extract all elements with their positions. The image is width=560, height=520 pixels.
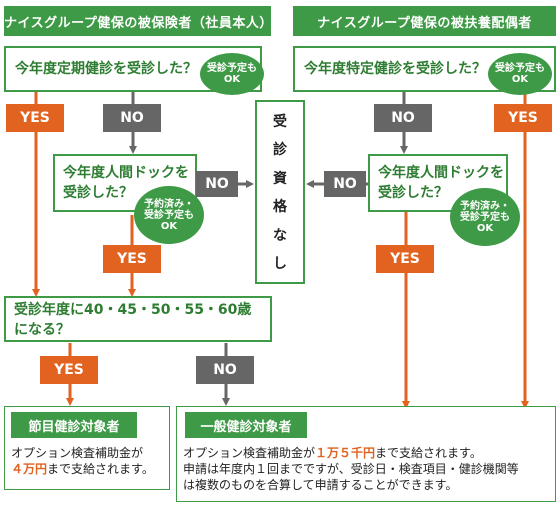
general-description: オプション検査補助金が１万５千円まで支給されます。 申請は年度内１回までですが、… bbox=[183, 446, 519, 492]
question-milestone-age: 受診年度に40・45・50・55・60歳になる？ bbox=[4, 296, 272, 342]
right-header: ナイスグループ健保の被扶養配偶者 bbox=[293, 6, 556, 36]
milestone-title: 節目健診対象者 bbox=[11, 412, 137, 438]
milestone-description: オプション検査補助金が ４万円まで支給されます。 bbox=[11, 446, 154, 476]
not-eligible-box: 受 診 資 格 な し bbox=[255, 100, 305, 284]
result-general-target: 一般健診対象者 オプション検査補助金が１万５千円まで支給されます。 申請は年度内… bbox=[176, 406, 556, 502]
yes-label-right: YES bbox=[494, 104, 552, 132]
result-milestone-target: 節目健診対象者 オプション検査補助金が ４万円まで支給されます。 bbox=[4, 406, 170, 490]
yes-label-left: YES bbox=[6, 104, 64, 132]
no-label-left: NO bbox=[103, 104, 161, 132]
no-label-right-dock: NO bbox=[324, 171, 366, 197]
yes-label-left-dock: YES bbox=[103, 245, 161, 273]
no-label-left-dock: NO bbox=[196, 171, 238, 197]
general-title: 一般健診対象者 bbox=[185, 412, 307, 438]
yes-label-right-dock: YES bbox=[376, 245, 434, 273]
left-header: ナイスグループ健保の被保険者（社員本人） bbox=[4, 6, 272, 36]
yes-label-age: YES bbox=[40, 356, 98, 384]
no-label-age: NO bbox=[196, 356, 254, 384]
no-label-right: NO bbox=[374, 104, 432, 132]
